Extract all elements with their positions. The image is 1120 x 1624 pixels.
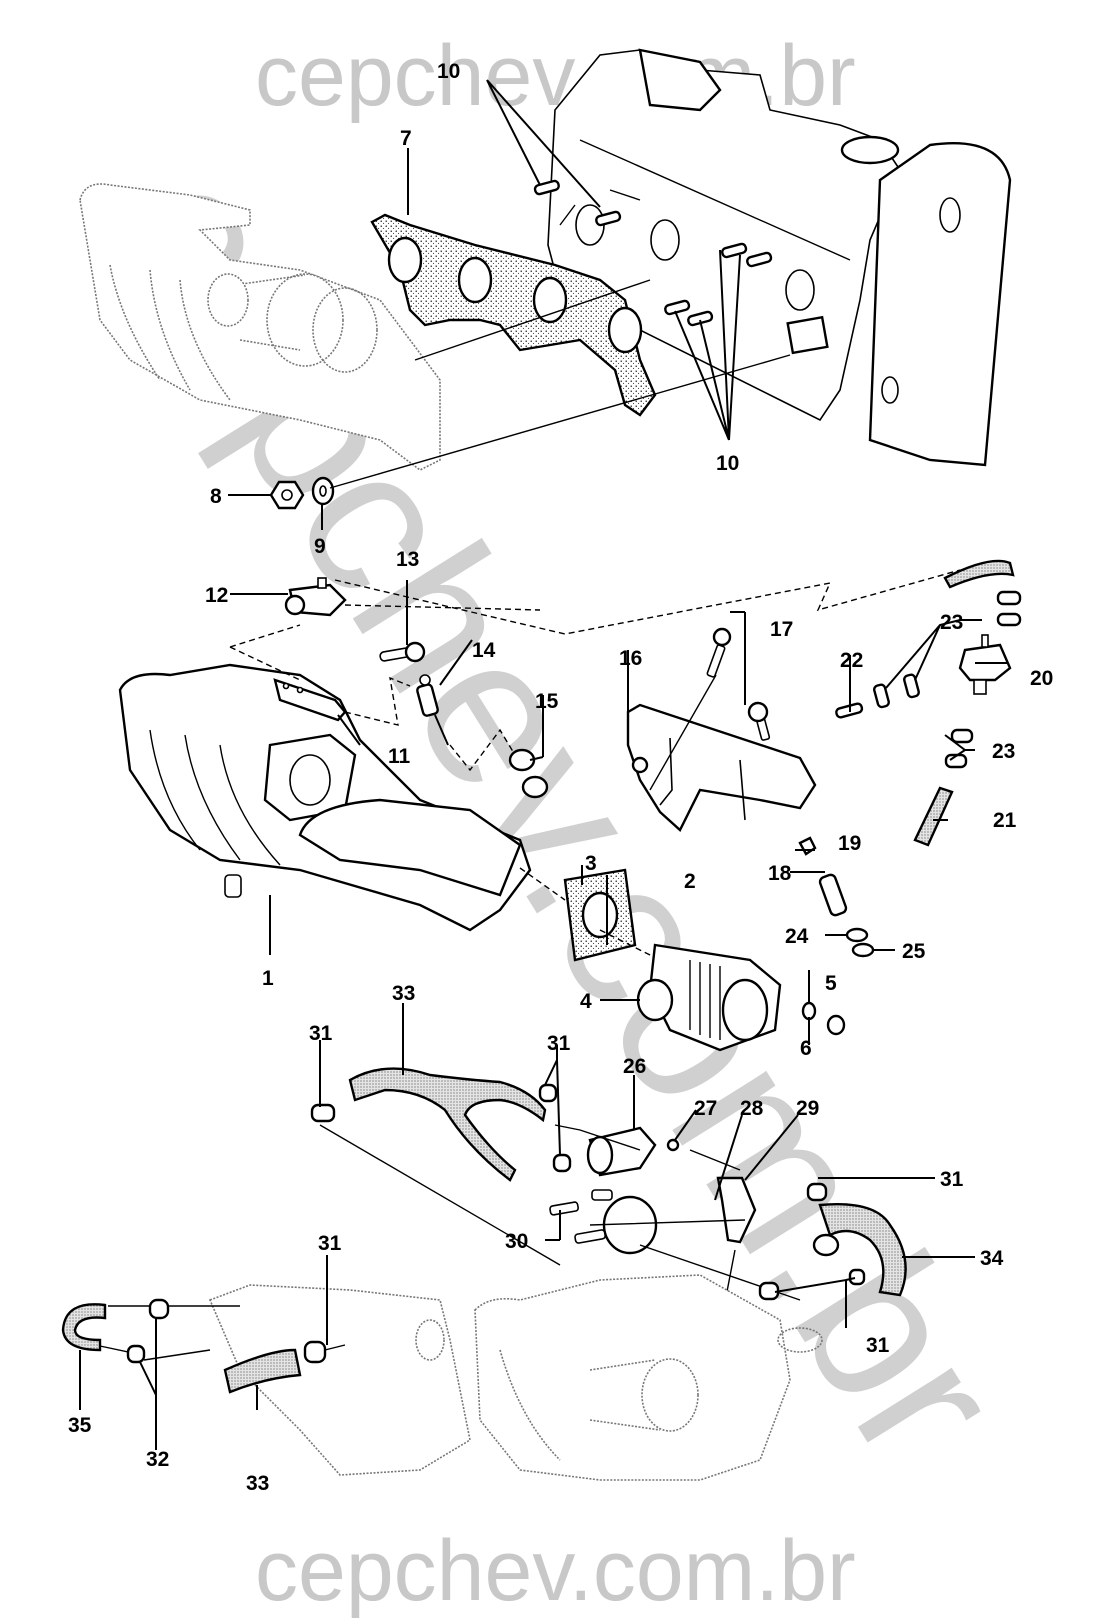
callout-2: 2 — [684, 870, 696, 893]
callout-16: 16 — [619, 647, 642, 670]
callout-21: 21 — [993, 809, 1017, 832]
callout-29: 29 — [796, 1097, 819, 1120]
fuel-hose-21 — [913, 786, 954, 847]
washer-6 — [801, 1001, 817, 1021]
grommets — [508, 748, 549, 799]
callout-1: 1 — [262, 967, 274, 990]
bolt — [379, 641, 426, 663]
manifold-gasket — [370, 213, 657, 417]
assembly-line — [519, 867, 661, 961]
callout-33-top: 33 — [392, 982, 415, 1005]
hose-clamps-32 — [126, 1298, 170, 1364]
callout-24: 24 — [785, 925, 809, 948]
return-spring — [416, 674, 449, 746]
manifold-ghost-illustration — [79, 183, 441, 471]
callout-7: 7 — [400, 127, 412, 150]
assembly-line — [344, 676, 411, 726]
o-ring-25 — [851, 942, 875, 958]
pressure-regulator — [958, 634, 1012, 695]
callout-10-bottom: 10 — [716, 452, 739, 475]
engine-assembly-illustration-right — [474, 1274, 823, 1481]
clip-27 — [666, 1138, 680, 1152]
hose-clamps-lower — [944, 728, 974, 769]
callout-15: 15 — [535, 690, 559, 713]
assembly-line — [649, 674, 717, 791]
callout-28: 28 — [740, 1097, 764, 1120]
assembly-line — [229, 646, 301, 681]
nut — [269, 480, 305, 510]
throttle-body-gasket — [563, 868, 637, 962]
fuel-rail — [626, 703, 817, 832]
callout-19: 19 — [838, 832, 861, 855]
callout-10-top: 10 — [437, 60, 460, 83]
screws-30 — [549, 1201, 606, 1244]
fuel-rail-bolts — [706, 627, 771, 741]
throttle-sensor-28 — [591, 1189, 658, 1255]
assembly-line — [229, 604, 541, 648]
washer — [311, 476, 335, 506]
callout-31-b: 31 — [547, 1032, 571, 1055]
callout-23-top: 23 — [940, 611, 963, 634]
coolant-hose-33-lower — [223, 1348, 302, 1394]
hose-clamps-mid — [873, 673, 920, 709]
callout-26: 26 — [623, 1055, 646, 1078]
idle-air-control-motor — [586, 1126, 657, 1177]
hose-clamps-31-left — [310, 1083, 572, 1173]
engine-assembly-illustration-left — [208, 1284, 471, 1476]
callout-27: 27 — [694, 1097, 717, 1120]
hose-clamp-31-lower — [303, 1340, 327, 1364]
callout-34: 34 — [980, 1247, 1004, 1270]
callout-30: 30 — [505, 1230, 528, 1253]
callout-11: 11 — [388, 745, 411, 768]
callout-12: 12 — [205, 584, 228, 607]
callout-4: 4 — [580, 990, 592, 1013]
callout-33-bottom: 33 — [246, 1472, 269, 1495]
watermark-bottom: cepchev.com.br — [255, 1523, 856, 1619]
callout-31-a: 31 — [309, 1022, 333, 1045]
throttle-body — [636, 943, 782, 1052]
callout-3: 3 — [585, 852, 597, 875]
callout-31-d: 31 — [866, 1334, 890, 1357]
callout-leaders — [79, 79, 1008, 1450]
o-ring-24 — [845, 927, 869, 943]
callout-20: 20 — [1030, 667, 1053, 690]
coolant-hose-33 — [348, 1067, 547, 1182]
coolant-hose-35 — [61, 1303, 107, 1352]
callout-9: 9 — [314, 535, 326, 558]
callout-35: 35 — [68, 1414, 92, 1437]
callout-32: 32 — [146, 1448, 169, 1471]
assembly-line — [414, 279, 651, 361]
callout-18: 18 — [768, 862, 792, 885]
callout-13: 13 — [396, 548, 419, 571]
callout-labels: 1 2 3 4 5 6 7 8 9 10 10 11 12 13 14 15 1… — [68, 60, 1053, 1495]
assembly-line — [334, 569, 961, 635]
callout-22: 22 — [840, 649, 863, 672]
cylinder-head-illustration — [547, 48, 1012, 467]
coolant-hose-34 — [812, 1203, 907, 1297]
clip-19 — [798, 836, 817, 856]
assembly-line — [319, 1124, 801, 1381]
hose-clamps-top — [996, 590, 1022, 627]
intake-manifold — [118, 663, 532, 932]
callout-8: 8 — [210, 485, 222, 508]
callout-17: 17 — [770, 618, 793, 641]
assembly-line — [99, 1305, 346, 1361]
callout-6: 6 — [800, 1037, 812, 1060]
callout-25: 25 — [902, 940, 926, 963]
injector — [818, 873, 848, 917]
callout-5: 5 — [825, 972, 837, 995]
callout-31-c: 31 — [940, 1168, 964, 1191]
callout-14: 14 — [472, 639, 496, 662]
callout-31-e: 31 — [318, 1232, 342, 1255]
bracket-29 — [716, 1176, 757, 1244]
nut-5 — [826, 1014, 846, 1036]
bracket — [273, 678, 347, 722]
idle-air-valve — [284, 577, 347, 617]
vacuum-hose-top — [943, 559, 1015, 589]
callout-23-bottom: 23 — [992, 740, 1015, 763]
